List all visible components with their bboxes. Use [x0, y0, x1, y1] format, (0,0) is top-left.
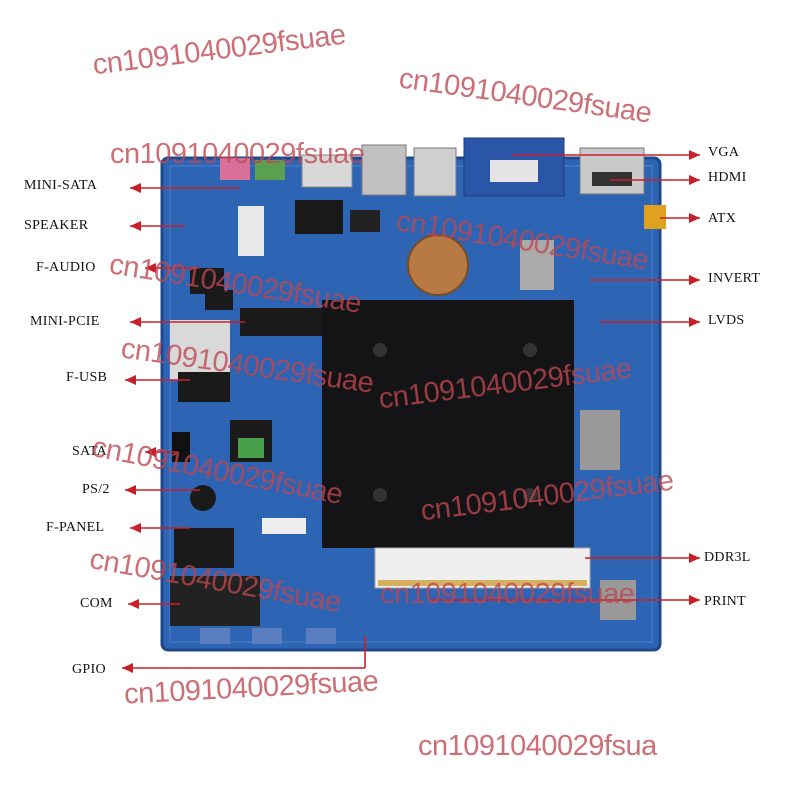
arrow-f-usb: [125, 375, 190, 385]
arrow-f-panel: [130, 523, 190, 533]
arrow-ps2: [125, 485, 200, 495]
pointer-arrows: [122, 150, 700, 673]
arrow-gpio: [122, 663, 365, 673]
label-atx: ATX: [708, 211, 737, 226]
arrow-print: [430, 595, 700, 605]
label-ddr3l: DDR3L: [704, 550, 751, 565]
label-lvds: LVDS: [708, 313, 745, 328]
arrow-mini-pcie: [130, 317, 245, 327]
label-hdmi: HDMI: [708, 170, 747, 185]
label-gpio: GPIO: [72, 662, 106, 677]
atx-connector: [644, 205, 666, 229]
label-mini-pcie: MINI-PCIE: [30, 314, 100, 329]
chip: [295, 200, 343, 234]
arrow-lvds: [600, 317, 700, 327]
label-com: COM: [80, 596, 113, 611]
buzzer: [190, 485, 216, 511]
cmos-battery: [407, 234, 469, 296]
arrow-hdmi: [610, 175, 700, 185]
arrow-com: [128, 599, 180, 609]
label-f-usb: F-USB: [66, 370, 108, 385]
arrow-invert: [590, 275, 700, 285]
lan-port: [361, 144, 407, 196]
audio-jack: [220, 158, 250, 180]
label-ps2: PS/2: [82, 482, 110, 497]
arrow-sata: [145, 447, 178, 457]
arrow-ddr3l: [585, 553, 700, 563]
label-f-audio: F-AUDIO: [36, 260, 96, 275]
arrow-vga: [512, 150, 700, 160]
arrow-atx: [660, 213, 700, 223]
label-mini-sata: MINI-SATA: [24, 178, 98, 193]
arrow-speaker: [130, 221, 185, 231]
usb-port-2: [413, 147, 457, 197]
arrow-f-audio: [145, 263, 200, 273]
heatsink: [322, 300, 574, 548]
label-vga: VGA: [708, 145, 740, 160]
label-invert: INVERT: [708, 271, 761, 286]
usb-port: [301, 154, 353, 188]
label-sata: SATA: [72, 444, 108, 459]
arrow-mini-sata: [130, 183, 240, 193]
label-speaker: SPEAKER: [24, 218, 89, 233]
label-print: PRINT: [704, 594, 746, 609]
label-f-panel: F-PANEL: [46, 520, 105, 535]
